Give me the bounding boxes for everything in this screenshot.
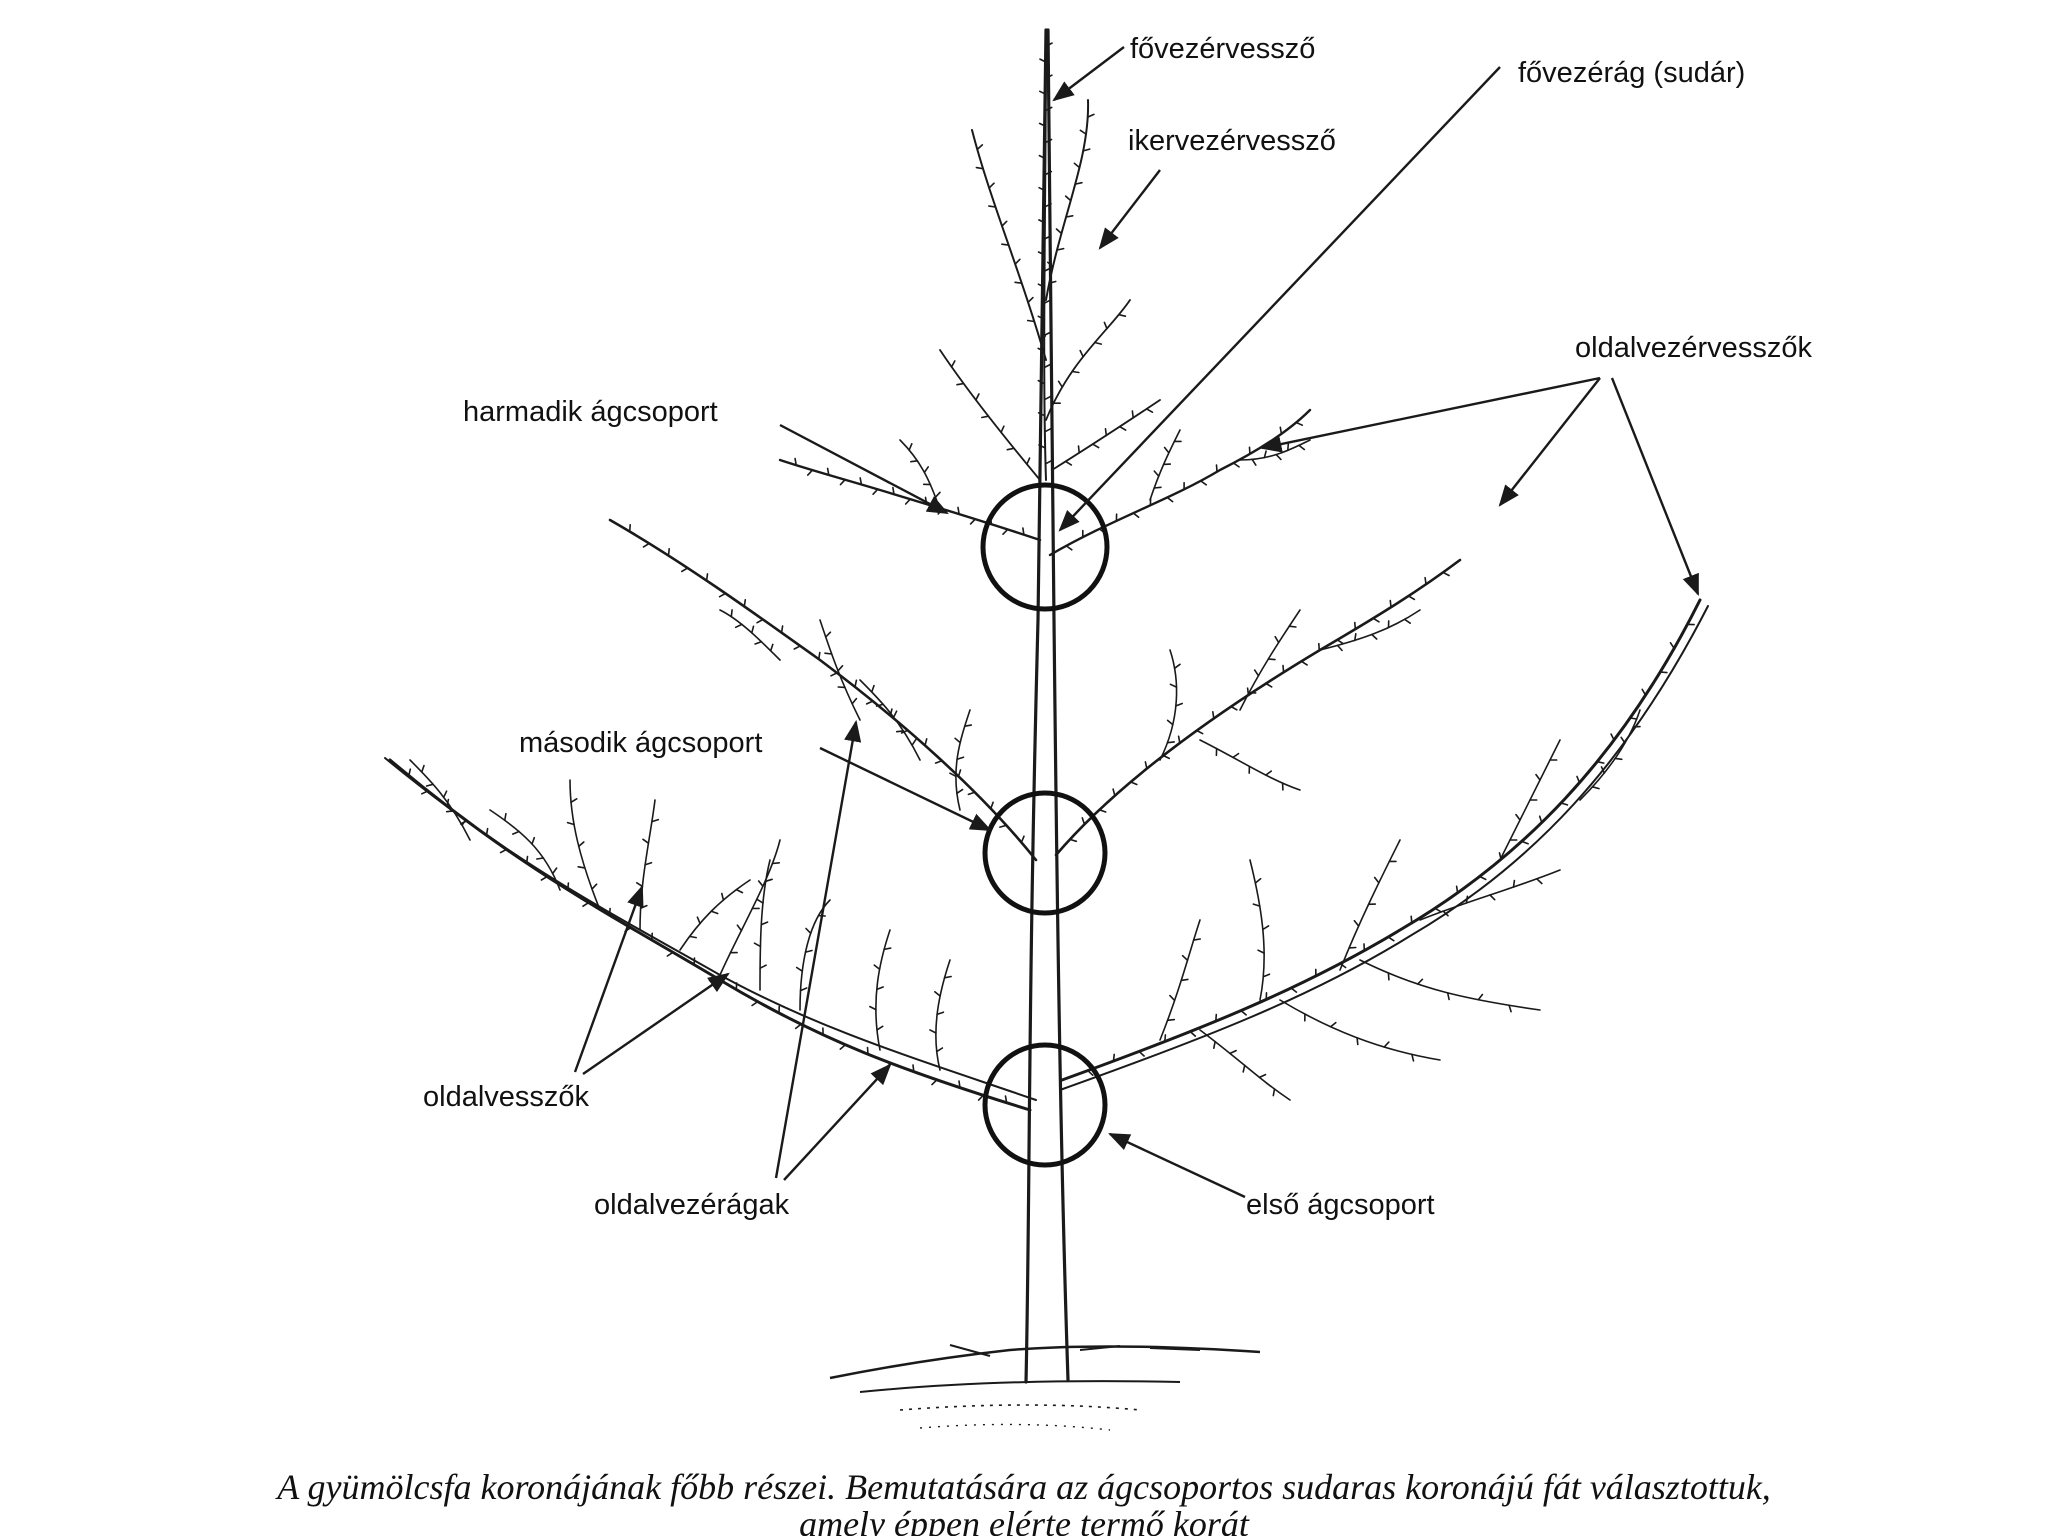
side-shoot-19 — [1199, 1029, 1291, 1101]
side-shoot-5-buds — [795, 914, 826, 992]
side-shoot-22-buds — [730, 609, 774, 652]
side-shoot-4-buds — [421, 764, 467, 826]
side-shoot-19-buds — [1213, 1040, 1276, 1097]
label-harmadik-agcsoport: harmadik ágcsoport — [463, 396, 718, 428]
side-shoot-13 — [1339, 839, 1401, 971]
side-shoot-4 — [409, 759, 471, 841]
side-shoot-1-buds — [504, 812, 558, 875]
side-shoot-25 — [1239, 609, 1301, 711]
scaffold-right-3-buds — [1065, 421, 1304, 551]
side-shoot-23 — [955, 709, 971, 811]
side-shoot-30-buds — [1251, 442, 1306, 466]
second-branch-group-ring — [982, 790, 1108, 916]
side-shoot-27-buds — [1215, 747, 1284, 791]
side-shoot-26 — [1319, 609, 1421, 651]
side-shoot-1 — [489, 809, 561, 891]
main-leader — [1043, 29, 1047, 481]
side-shoot-9-buds — [869, 947, 892, 1031]
side-shoot-10 — [935, 959, 951, 1071]
side-shoot-16-buds — [1591, 725, 1641, 790]
label-oldalvesszok: oldalvesszők — [423, 1081, 590, 1113]
side-shoot-18-buds — [1304, 1013, 1415, 1062]
side-shoot-2-buds — [636, 818, 660, 909]
side-shoot-6 — [569, 779, 601, 911]
label-masodik-agcsoport: második ágcsoport — [519, 727, 762, 759]
label-oldalvezeragak: oldalvezérágak — [594, 1189, 790, 1221]
side-shoot-11 — [1159, 919, 1201, 1041]
scaffold-left-1b — [384, 757, 1037, 1101]
side-shoot-26-buds — [1336, 618, 1411, 652]
side-shoot-12-buds — [1252, 878, 1271, 978]
side-shoot-8-buds — [753, 878, 773, 969]
side-shoot-12 — [1249, 859, 1265, 1001]
main-leader-buds — [1037, 42, 1053, 465]
side-shoot-30 — [1239, 439, 1311, 461]
side-shoot-16 — [1579, 709, 1641, 801]
third-upper-left-buds — [950, 360, 1031, 465]
scaffold-right-1b — [1059, 605, 1709, 1091]
side-shoot-29-buds — [1153, 440, 1182, 489]
scaffold-right-1-buds — [1087, 623, 1695, 1076]
leader-side-right-buds — [1052, 313, 1127, 404]
leader-side-right — [1045, 299, 1131, 421]
side-shoot-29 — [1149, 429, 1181, 501]
side-shoot-22 — [719, 609, 781, 661]
side-shoot-21-buds — [824, 631, 858, 705]
side-shoot-20 — [859, 679, 921, 761]
side-shoot-23-buds — [949, 724, 973, 795]
scaffold-right-2 — [1054, 558, 1462, 857]
side-shoot-14-buds — [1442, 878, 1543, 917]
side-shoot-13-buds — [1348, 860, 1397, 949]
scaffold-left-1-buds — [408, 768, 1008, 1104]
side-shoot-10-buds — [929, 975, 952, 1053]
scaffold-left-2-buds — [628, 524, 1025, 844]
caption-line-1: A gyümölcsfa koronájának főbb részei. Be… — [275, 1467, 1771, 1507]
side-shoot-27 — [1199, 739, 1301, 791]
label-elso-agcsoport: első ágcsoport — [1246, 1189, 1435, 1221]
branch-network — [384, 29, 1709, 1112]
side-shoot-3 — [719, 839, 781, 976]
leader-side-left-buds — [975, 144, 1046, 342]
label-fovezervesszo: fővezérvessző — [1130, 33, 1315, 65]
side-shoot-20-buds — [871, 684, 917, 746]
ground — [829, 1344, 1261, 1431]
side-shoot-3-buds — [729, 862, 780, 954]
side-shoot-11-buds — [1166, 938, 1201, 1022]
side-shoot-17-buds — [1387, 972, 1512, 1013]
first-branch-group-ring — [982, 1042, 1108, 1168]
side-shoot-6-buds — [566, 798, 598, 890]
scaffold-right-2-buds — [1069, 571, 1450, 843]
side-shoot-7-buds — [688, 888, 744, 939]
label-pointers — [573, 46, 1700, 1199]
side-shoot-9 — [875, 929, 891, 1051]
side-shoot-24-buds — [1166, 663, 1183, 744]
scaffold-left-2 — [608, 518, 1038, 862]
twin-leader — [1045, 99, 1090, 301]
side-shoot-17 — [1359, 959, 1541, 1011]
trunk — [1024, 28, 1070, 1384]
side-shoot-24 — [1159, 649, 1178, 761]
leader-side-left — [971, 129, 1047, 361]
twin-leader-buds — [1047, 113, 1095, 284]
scaffold-left-1 — [388, 758, 1032, 1112]
label-oldalvezervesszok: oldalvezérvesszők — [1575, 332, 1812, 364]
third-branch-group-ring — [980, 482, 1110, 612]
caption-line-2: amely éppen elérte termő korát — [799, 1504, 1250, 1536]
third-upper-right — [1051, 399, 1161, 471]
label-ikervezervesszo: ikervezérvessző — [1128, 125, 1336, 157]
label-fovezerag: fővezérág (sudár) — [1518, 57, 1745, 89]
side-shoot-21 — [819, 619, 861, 721]
third-upper-left — [939, 349, 1041, 481]
side-shoot-2 — [639, 799, 656, 931]
side-shoot-25-buds — [1248, 625, 1297, 694]
side-shoot-28-buds — [908, 443, 941, 498]
side-shoot-15-buds — [1509, 759, 1558, 841]
scaffold-right-1 — [1060, 598, 1702, 1082]
third-upper-right-buds — [1064, 408, 1154, 466]
side-shoot-18 — [1279, 999, 1441, 1061]
